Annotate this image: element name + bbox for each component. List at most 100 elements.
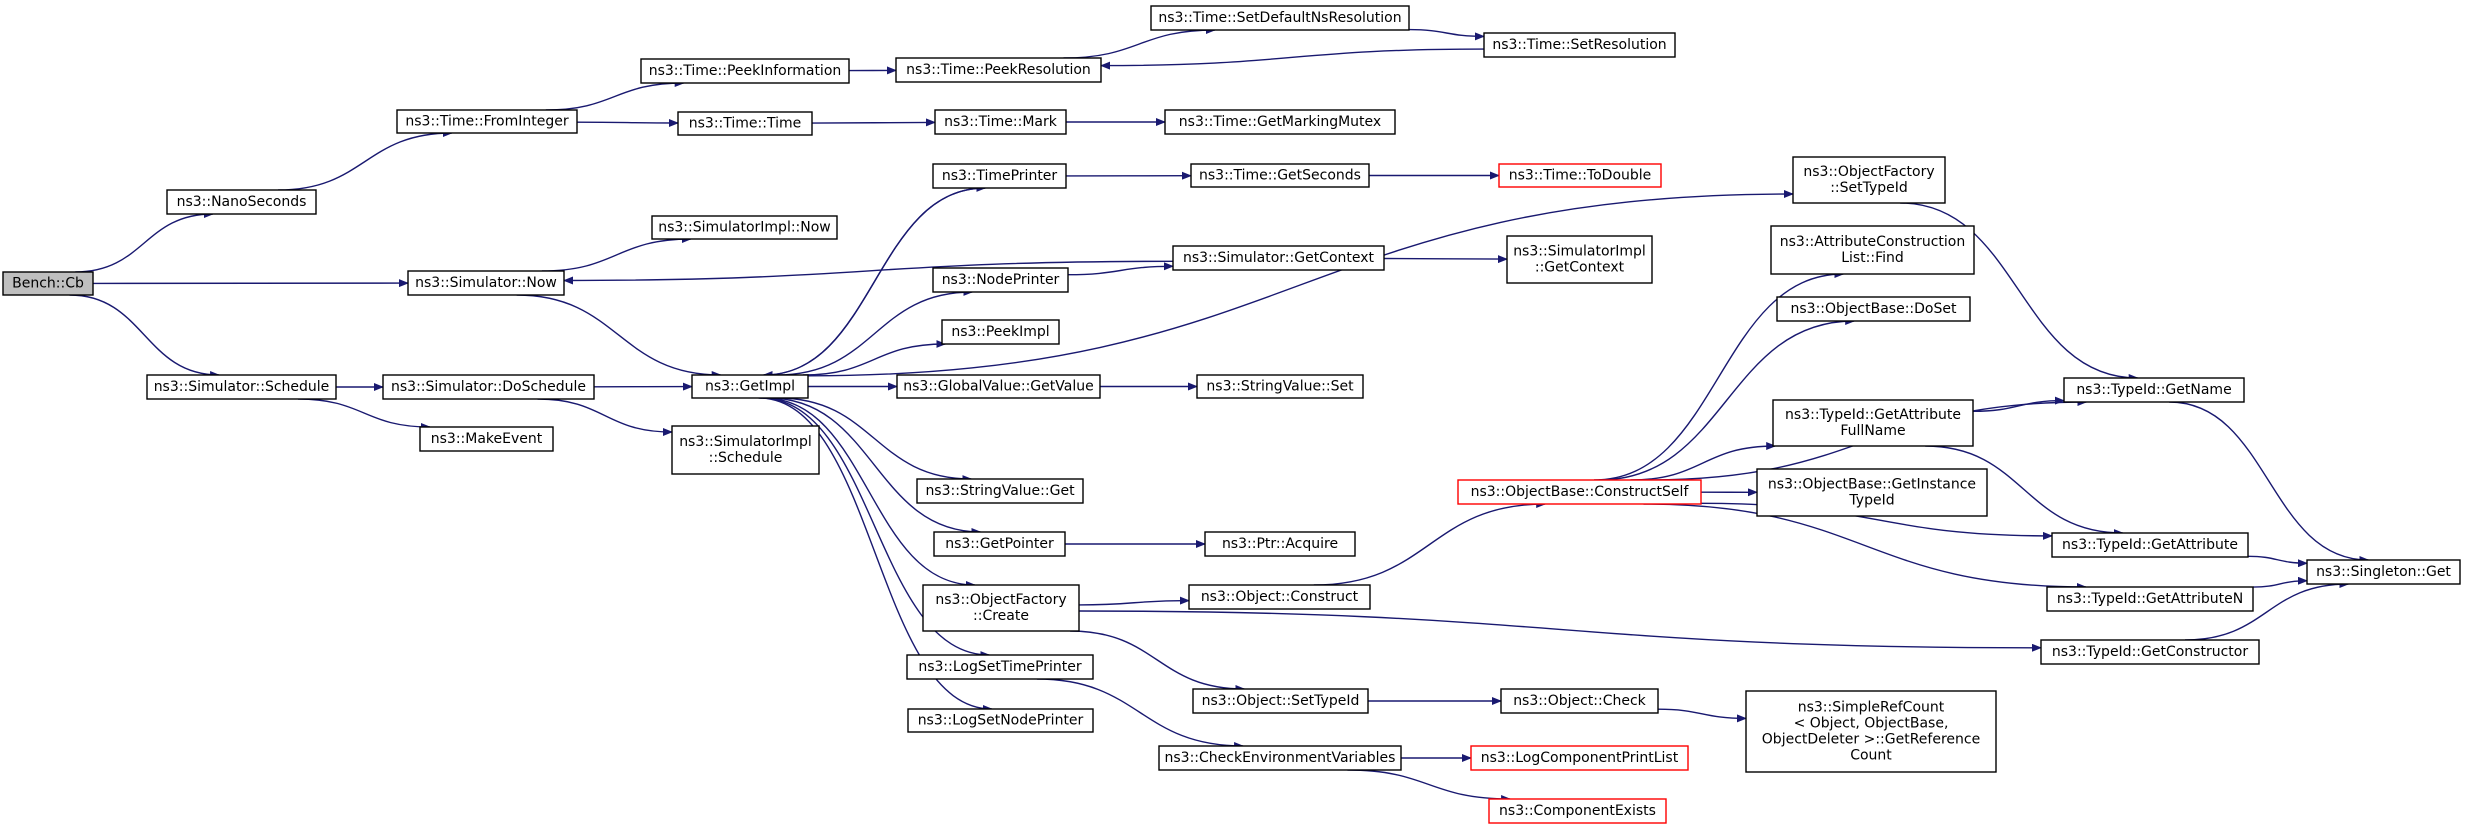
- node-nanoseconds[interactable]: ns3::NanoSeconds: [166, 189, 317, 215]
- edge-path: [563, 260, 1174, 285]
- node-peekimpl[interactable]: ns3::PeekImpl: [941, 319, 1060, 345]
- node-time-setdefault[interactable]: ns3::Time::SetDefaultNsResolution: [1150, 5, 1410, 31]
- node-time-todouble[interactable]: ns3::Time::ToDouble: [1498, 163, 1662, 188]
- node-tid-getctor[interactable]: ns3::TypeId::GetConstructor: [2040, 639, 2260, 665]
- node-box: [2040, 639, 2260, 665]
- edge-nodeprinter-to-sim_getcontext: [1067, 262, 1174, 276]
- edge-getimpl-to-sv_get: [777, 397, 973, 483]
- edge-path: [1900, 202, 2139, 382]
- node-sim-schedule[interactable]: ns3::Simulator::Schedule: [146, 374, 337, 400]
- edge-path: [1070, 630, 1246, 693]
- node-srefcount[interactable]: ns3::SimpleRefCount< Object, ObjectBase,…: [1745, 690, 1997, 773]
- node-time-peekinfo[interactable]: ns3::Time::PeekInformation: [640, 58, 850, 84]
- node-label: ns3::MakeEvent: [431, 431, 543, 447]
- node-ptr-acquire[interactable]: ns3::Ptr::Acquire: [1204, 531, 1356, 557]
- node-tid-getattrn[interactable]: ns3::TypeId::GetAttributeN: [2046, 586, 2254, 612]
- node-sim-doschedule[interactable]: ns3::Simulator::DoSchedule: [382, 374, 595, 400]
- node-box: [166, 189, 317, 215]
- edge-getimpl-to-getpointer: [768, 397, 982, 536]
- edge-path: [777, 397, 973, 483]
- edge-of_create-to-obj_settypeid: [1070, 630, 1246, 693]
- node-box: [1172, 245, 1385, 271]
- node-time-mark[interactable]: ns3::Time::Mark: [934, 109, 1067, 135]
- node-time-getmarking[interactable]: ns3::Time::GetMarkingMutex: [1164, 109, 1396, 135]
- edge-getimpl-to-of_create: [762, 397, 976, 589]
- edge-getimpl-to-of_settypeid: [807, 190, 1794, 377]
- node-time-time[interactable]: ns3::Time::Time: [677, 111, 813, 136]
- node-time-peekres[interactable]: ns3::Time::PeekResolution: [895, 57, 1102, 83]
- node-time-setres[interactable]: ns3::Time::SetResolution: [1483, 32, 1676, 58]
- node-tid-getname[interactable]: ns3::TypeId::GetName: [2063, 377, 2245, 403]
- node-box: [1792, 156, 1946, 204]
- edge-path: [1643, 503, 2087, 591]
- node-ob-doset[interactable]: ns3::ObjectBase::DoSet: [1776, 296, 1971, 322]
- edge-path: [1313, 500, 1547, 586]
- edge-time_setdefault-to-time_setres: [1408, 28, 1485, 41]
- node-logsettime[interactable]: ns3::LogSetTimePrinter: [906, 654, 1094, 680]
- node-simimpl-now[interactable]: ns3::SimulatorImpl::Now: [651, 215, 838, 240]
- node-obj-check[interactable]: ns3::Object::Check: [1500, 688, 1659, 714]
- edge-tid_getname-to-singleton_get: [2169, 401, 2370, 564]
- node-simimpl-getcontext[interactable]: ns3::SimulatorImpl::GetContext: [1506, 235, 1653, 284]
- node-label: ns3::GetImpl: [705, 379, 795, 395]
- node-makeevent[interactable]: ns3::MakeEvent: [419, 426, 554, 452]
- node-box: [1192, 688, 1369, 714]
- node-label: ns3::SimpleRefCount: [1798, 700, 1945, 716]
- edge-tid_getctor-to-singleton_get: [2184, 580, 2350, 641]
- node-sv-set[interactable]: ns3::StringValue::Set: [1196, 374, 1364, 399]
- node-label: ns3::TypeId::GetAttributeN: [2057, 591, 2243, 607]
- node-of-create[interactable]: ns3::ObjectFactory::Create: [922, 584, 1080, 632]
- node-time-getseconds[interactable]: ns3::Time::GetSeconds: [1190, 163, 1370, 188]
- node-bench-cb[interactable]: Bench::Cb: [2, 271, 94, 296]
- node-label: ns3::ObjectBase::DoSet: [1791, 301, 1957, 317]
- edge-time_fromint-to-time_peekinfo: [545, 79, 685, 111]
- node-obj-construct[interactable]: ns3::Object::Construct: [1188, 584, 1371, 610]
- node-timeprinter[interactable]: ns3::TimePrinter: [932, 163, 1067, 189]
- node-label: ns3::Object::SetTypeId: [1202, 693, 1360, 709]
- node-singleton-get[interactable]: ns3::Singleton::Get: [2306, 559, 2461, 585]
- node-getimpl[interactable]: ns3::GetImpl: [691, 374, 809, 399]
- edge-checkenv-to-compexists: [1347, 769, 1512, 803]
- node-logsetnode[interactable]: ns3::LogSetNodePrinter: [907, 708, 1094, 733]
- node-tid-getattr[interactable]: ns3::TypeId::GetAttribute: [2051, 532, 2249, 558]
- node-sim-now[interactable]: ns3::Simulator::Now: [407, 270, 565, 296]
- node-checkenv[interactable]: ns3::CheckEnvironmentVariables: [1158, 745, 1402, 771]
- node-box: [1772, 399, 1974, 447]
- node-label: ns3::ObjectBase::ConstructSelf: [1471, 484, 1690, 500]
- node-label: ns3::Time::ToDouble: [1509, 168, 1652, 184]
- node-label: ns3::Time::PeekInformation: [649, 63, 842, 79]
- node-getpointer[interactable]: ns3::GetPointer: [933, 531, 1066, 557]
- node-label: ns3::SimulatorImpl: [679, 434, 812, 450]
- node-box: [906, 654, 1094, 680]
- node-label: ns3::ComponentExists: [1499, 803, 1656, 819]
- node-logcompprint[interactable]: ns3::LogComponentPrintList: [1470, 745, 1689, 771]
- node-obj-settypeid[interactable]: ns3::Object::SetTypeId: [1192, 688, 1369, 714]
- node-ob-constructself[interactable]: ns3::ObjectBase::ConstructSelf: [1457, 479, 1702, 505]
- node-box: [671, 425, 820, 475]
- node-compexists[interactable]: ns3::ComponentExists: [1488, 798, 1667, 824]
- node-of-settypeid[interactable]: ns3::ObjectFactory::SetTypeId: [1792, 156, 1946, 204]
- node-sv-get[interactable]: ns3::StringValue::Get: [916, 478, 1084, 504]
- node-label: ns3::Singleton::Get: [2316, 564, 2451, 580]
- node-box: [419, 426, 554, 452]
- node-box: [1488, 798, 1667, 824]
- node-gv-getvalue[interactable]: ns3::GlobalValue::GetValue: [896, 374, 1101, 399]
- node-nodeprinter[interactable]: ns3::NodePrinter: [932, 267, 1069, 293]
- node-sim-getcontext[interactable]: ns3::Simulator::GetContext: [1172, 245, 1385, 271]
- edge-path: [278, 129, 453, 191]
- node-label: ns3::StringValue::Set: [1206, 379, 1354, 395]
- node-time-fromint[interactable]: ns3::Time::FromInteger: [396, 109, 578, 134]
- node-simimpl-schedule[interactable]: ns3::SimulatorImpl::Schedule: [671, 425, 820, 475]
- node-box: [2051, 532, 2249, 558]
- edge-path: [576, 118, 679, 127]
- node-box: [2306, 559, 2461, 585]
- node-box: [396, 109, 578, 134]
- edge-path: [1100, 48, 1485, 70]
- edge-getimpl-to-logsetnode: [758, 397, 993, 713]
- node-box: [1776, 296, 1971, 322]
- node-box: [1196, 374, 1364, 399]
- edge-getimpl-to-logsettime: [760, 397, 991, 659]
